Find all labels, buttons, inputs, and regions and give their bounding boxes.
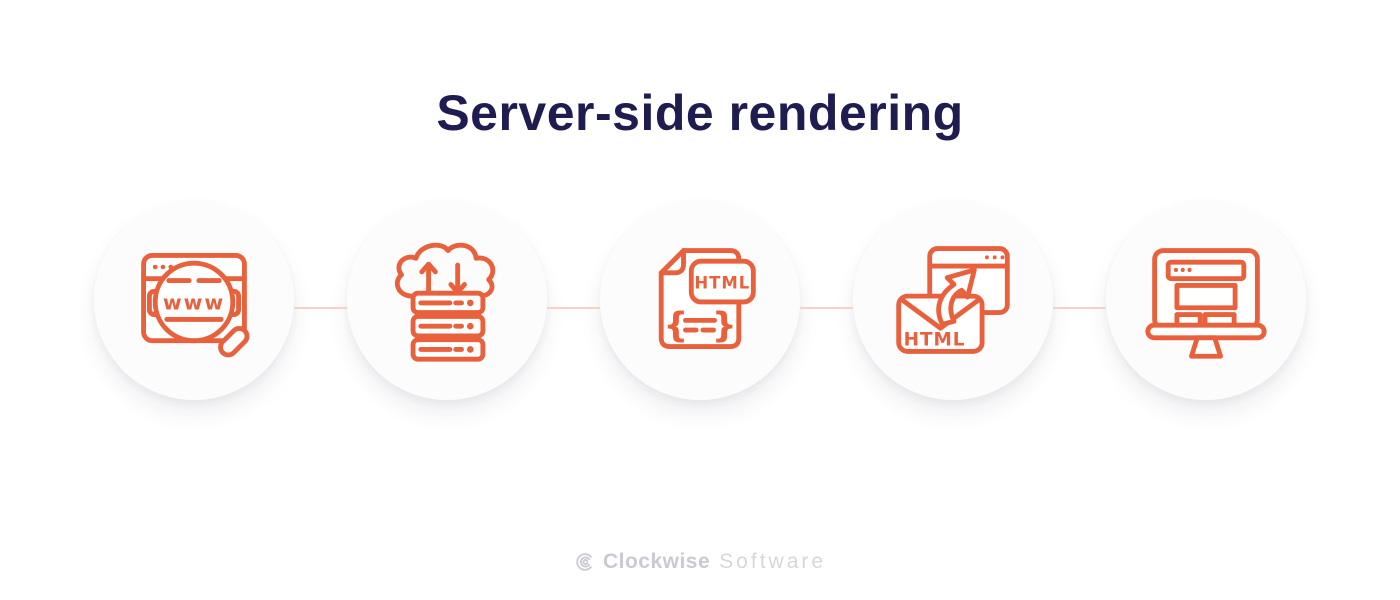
process-flow: www — [0, 200, 1400, 400]
page-title: Server-side rendering — [436, 85, 964, 141]
step-rendered-site-monitor — [1106, 200, 1306, 400]
step-cloud-server-transfer — [347, 200, 547, 400]
flow-connector — [800, 307, 853, 309]
step-browser-www-search: www — [94, 200, 294, 400]
watermark-suffix: Software — [719, 550, 827, 573]
html-badge-label: HTML — [694, 273, 750, 292]
watermark-brand: Clockwise — [602, 550, 711, 573]
send-html-icon: HTML — [896, 246, 1010, 354]
flow-connector — [1053, 307, 1106, 309]
envelope-html-label: HTML — [904, 330, 966, 351]
flow-connector — [294, 307, 347, 309]
clockwise-logo-icon — [576, 553, 592, 571]
rendered-site-monitor-icon — [1145, 248, 1267, 359]
code-brace-open: { — [663, 306, 688, 346]
www-label: www — [163, 291, 225, 315]
watermark: Clockwise Software — [0, 550, 1400, 574]
browser-www-search-icon: www — [141, 252, 250, 358]
flow-connector — [547, 307, 600, 309]
cloud-server-icon — [394, 242, 496, 362]
step-send-html-to-browser: HTML — [853, 200, 1053, 400]
html-file-icon: HTML { } — [658, 248, 756, 349]
step-html-file-code: HTML { } — [600, 200, 800, 400]
code-brace-close: } — [712, 306, 737, 346]
